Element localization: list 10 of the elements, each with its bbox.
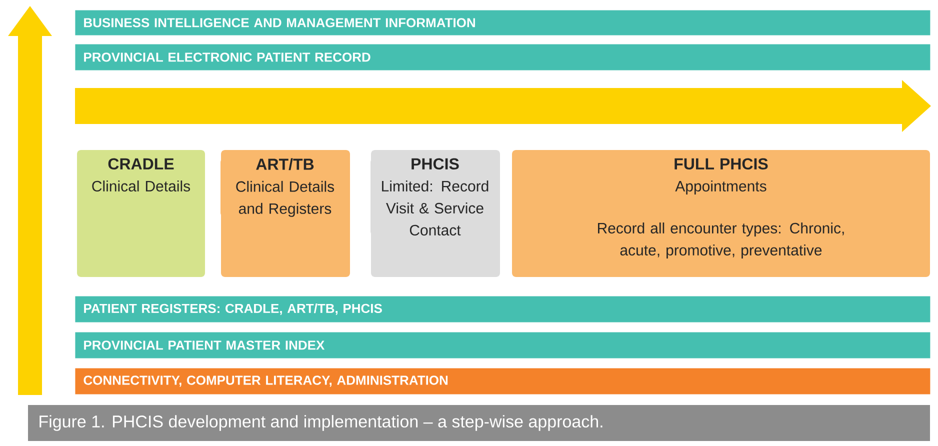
banner: PROVINCIAL PATIENT MASTER INDEX [75,332,930,358]
stage-box: CRADLE Clinical Details [77,150,205,277]
stage-box: FULL PHCIS Appointments Record all encounter types: Chronic, acute, promotive, preventative [512,150,930,277]
banner: PROVINCIAL ELECTRONIC PATIENT RECORD [75,44,930,70]
banner: BUSINESS INTELLIGENCE AND MANAGEMENT INFORMATION [75,10,930,36]
banner: PATIENT REGISTERS: CRADLE, ART/TB, PHCIS [75,296,930,322]
banner: CONNECTIVITY, COMPUTER LITERACY, ADMINISTRATION [75,368,930,394]
caption-band: Figure 1. PHCIS development and implementation – a step-wise approach. [28,405,930,441]
stage-box: ART/TB Clinical Details and Registers [220,150,350,277]
stage-box: PHCIS Limited: Record Visit & Service Contact [370,150,500,277]
